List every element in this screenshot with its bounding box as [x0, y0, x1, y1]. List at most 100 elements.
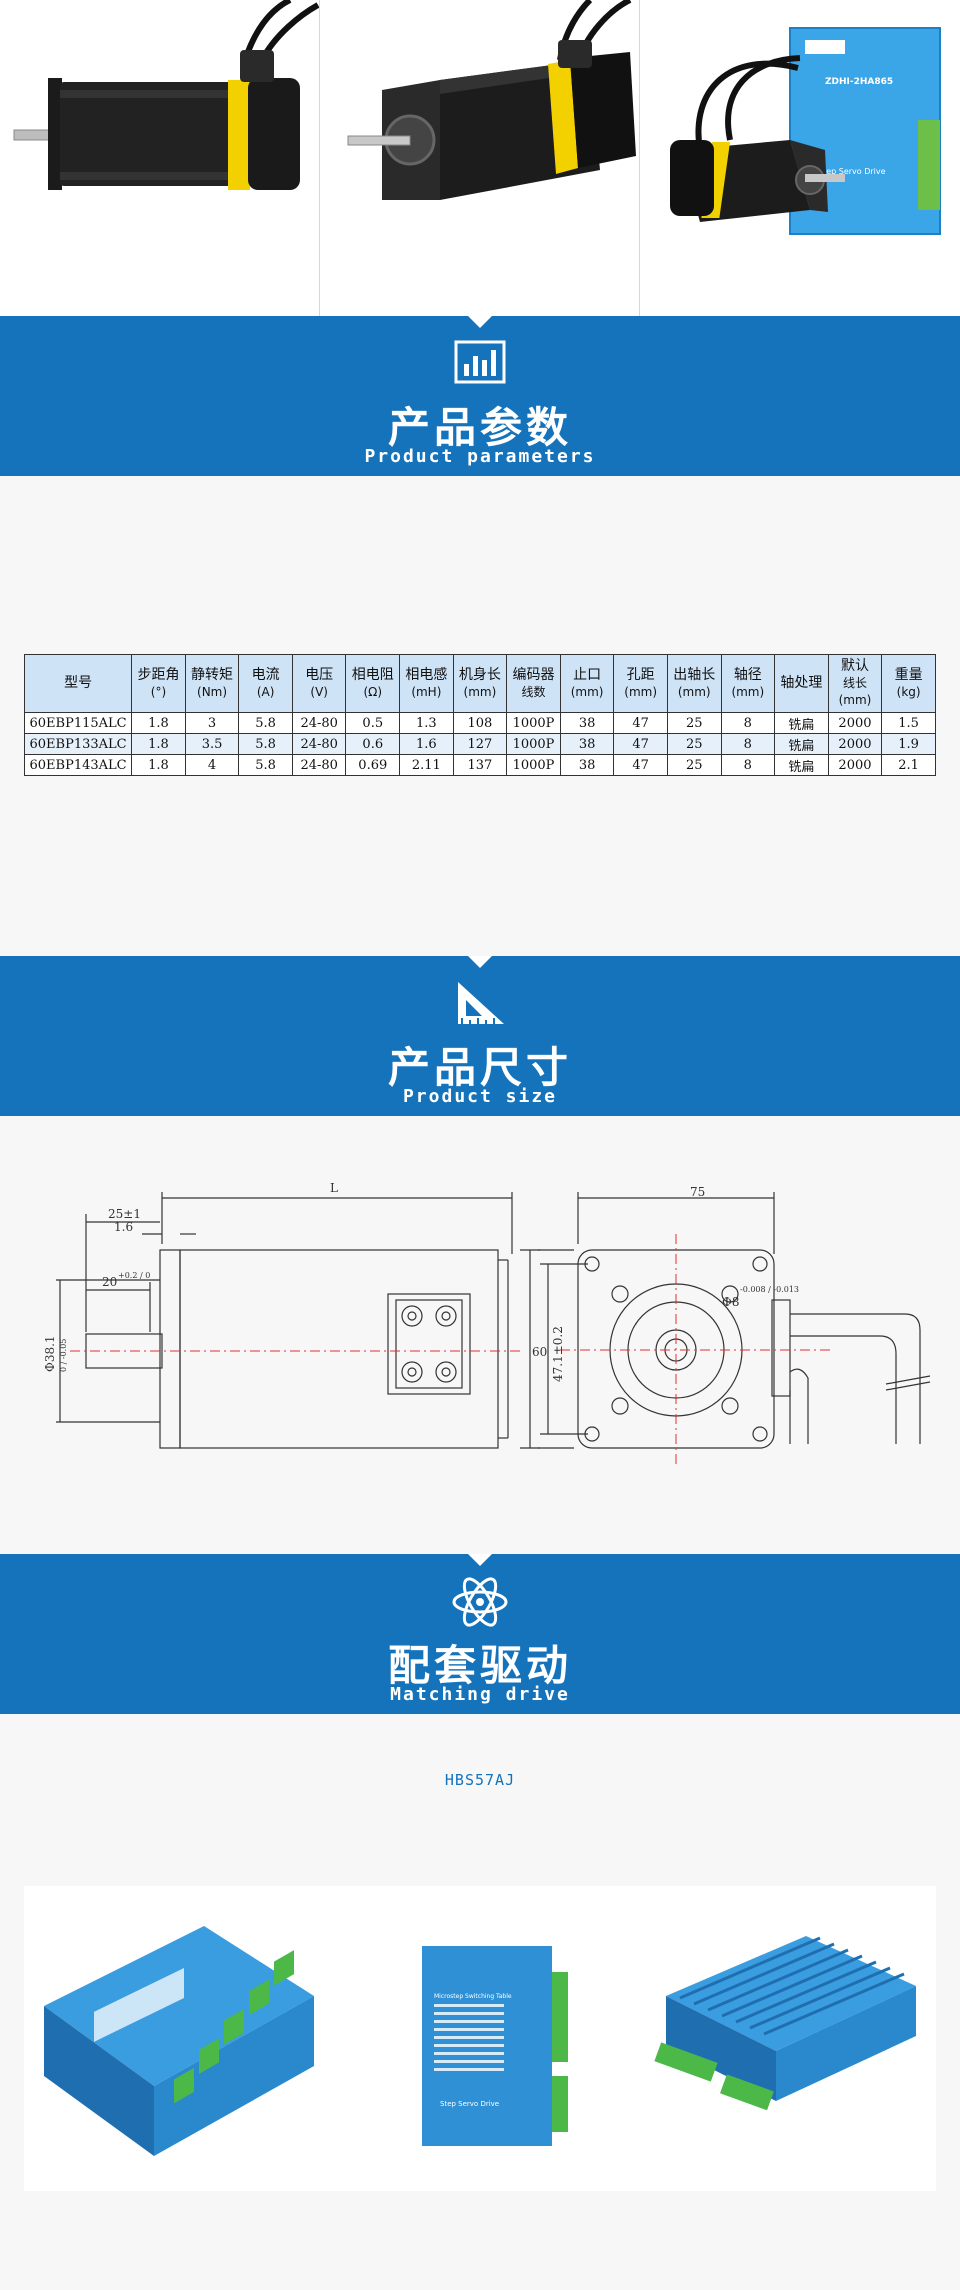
banner-notch	[468, 1554, 492, 1566]
table-cell: 1.3	[399, 712, 454, 734]
dim-20-tol: +0.2 / 0	[118, 1271, 150, 1280]
table-header-cell: 电压(V)	[291, 654, 347, 713]
table-cell: 38	[559, 712, 615, 734]
drive-photo-table-title: Microstep Switching Table	[434, 1993, 512, 2000]
header-unit: (A)	[256, 684, 275, 699]
table-header-cell: 出轴长(mm)	[666, 654, 722, 713]
table-header-cell: 静转矩(Nm)	[184, 654, 240, 713]
size-subtitle: Product size	[402, 1086, 558, 1107]
dim-phi8: Φ8	[722, 1295, 739, 1309]
header-unit: (mm)	[731, 684, 765, 699]
table-cell: 2.11	[399, 754, 454, 776]
driver-brand-text: ZDHI-2HA865	[825, 77, 893, 87]
dimension-drawing: L 25±1 1.6 20 +0.2 / 0 60 75 Φ8 -0.008 /…	[43, 1181, 931, 1464]
header-unit: (mH)	[411, 684, 442, 699]
table-cell: 25	[666, 754, 722, 776]
table-header-cell: 轴径(mm)	[720, 654, 776, 713]
header-unit: 线数	[521, 684, 546, 699]
header-label: 相电感	[405, 666, 448, 683]
header-label: 静转矩	[191, 666, 234, 683]
table-header-cell: 重量(kg)	[881, 654, 936, 713]
table-cell: 1.8	[131, 733, 186, 755]
header-label: 轴处理	[780, 675, 823, 691]
drive-title: 配套驱动	[387, 1641, 572, 1690]
table-cell: 47	[613, 733, 668, 755]
header-label: 步距角	[137, 666, 180, 683]
params-title: 产品参数	[387, 403, 572, 452]
table-cell: 3	[184, 712, 240, 734]
table-header-cell: 型号	[23, 654, 133, 713]
drive-subtitle: Matching drive	[390, 1684, 570, 1705]
driver-label-text: Step Servo Drive	[818, 167, 886, 176]
header-unit: (kg)	[896, 684, 921, 699]
motor-photo-angle[interactable]	[320, 0, 640, 316]
dim-1-6: 1.6	[114, 1220, 133, 1234]
table-cell: 2000	[827, 754, 883, 776]
table-cell: 1.9	[881, 733, 936, 755]
table-header-cell: 轴处理	[774, 654, 829, 713]
header-unit: (mm)	[624, 684, 658, 699]
dim-25: 25±1	[108, 1207, 141, 1221]
table-cell: 5.8	[238, 712, 293, 734]
table-header-cell: 编码器线数	[506, 654, 561, 713]
table-cell: 8	[720, 754, 776, 776]
table-cell: 5.8	[238, 733, 293, 755]
table-cell: 47	[613, 754, 668, 776]
header-label: 默认	[840, 658, 869, 674]
drive-model-name: HBS57AJ	[444, 1771, 516, 1789]
header-unit: (V)	[310, 684, 328, 699]
table-cell: 2000	[827, 712, 883, 734]
product-photo-strip: ZDHI-2HA865 Step Servo Drive	[0, 0, 960, 316]
header-label: 轴径	[733, 666, 762, 683]
banner-notch	[468, 956, 492, 968]
table-cell: 60EBP115ALC	[23, 712, 133, 734]
size-title: 产品尺寸	[387, 1043, 572, 1092]
table-cell: 1000P	[506, 754, 561, 776]
params-banner: 产品参数 Product parameters	[0, 316, 960, 476]
table-header-row: 型号步距角(°)静转矩(Nm)电流(A)电压(V)相电阻(Ω)相电感(mH)机身…	[23, 654, 936, 713]
header-label: 止口	[573, 666, 602, 683]
table-cell: 1.6	[399, 733, 454, 755]
header-unit: 线长 (mm)	[838, 676, 872, 707]
header-label: 相电阻	[351, 666, 394, 683]
table-cell: 1.5	[881, 712, 936, 734]
header-label: 孔距	[626, 666, 655, 683]
dim-47: 47.1±0.2	[551, 1326, 565, 1382]
motor-with-driver-photo[interactable]: ZDHI-2HA865 Step Servo Drive	[640, 0, 960, 316]
table-cell: 60EBP143ALC	[23, 754, 133, 776]
header-unit: (mm)	[570, 684, 604, 699]
dim-phi8-tol: -0.008 / -0.013	[740, 1285, 799, 1294]
table-header-cell: 电流(A)	[238, 654, 293, 713]
table-header-cell: 步距角(°)	[131, 654, 186, 713]
drive-photo-front[interactable]: Microstep Switching Table Step Servo Dri…	[330, 1886, 630, 2191]
drive-photo-angle[interactable]	[24, 1886, 324, 2191]
dim-shaft-tol: 0 / -0.05	[59, 1339, 68, 1372]
drive-photo-heatsink[interactable]	[636, 1886, 936, 2191]
table-cell: 1.8	[131, 712, 186, 734]
table-cell: 铣扁	[774, 754, 829, 776]
header-unit: (Ω)	[363, 684, 383, 699]
table-cell: 8	[720, 733, 776, 755]
header-label: 重量	[894, 666, 923, 683]
table-cell: 24-80	[291, 712, 347, 734]
table-header-cell: 机身长(mm)	[452, 654, 508, 713]
table-cell: 0.6	[345, 733, 401, 755]
table-cell: 127	[452, 733, 508, 755]
dim-20: 20	[102, 1275, 117, 1289]
bar-chart-icon	[454, 340, 506, 384]
drive-photo-panel: Microstep Switching Table Step Servo Dri…	[24, 1886, 936, 2191]
dim-60: 60	[532, 1345, 547, 1359]
table-header-cell: 止口(mm)	[559, 654, 615, 713]
header-label: 机身长	[458, 666, 501, 683]
table-cell: 0.69	[345, 754, 401, 776]
header-unit: (mm)	[677, 684, 711, 699]
motor-photo-side[interactable]	[0, 0, 320, 316]
table-cell: 24-80	[291, 754, 347, 776]
table-cell: 2000	[827, 733, 883, 755]
dim-shaft: Φ38.1	[43, 1335, 57, 1372]
header-label: 电压	[305, 666, 334, 683]
table-cell: 137	[452, 754, 508, 776]
